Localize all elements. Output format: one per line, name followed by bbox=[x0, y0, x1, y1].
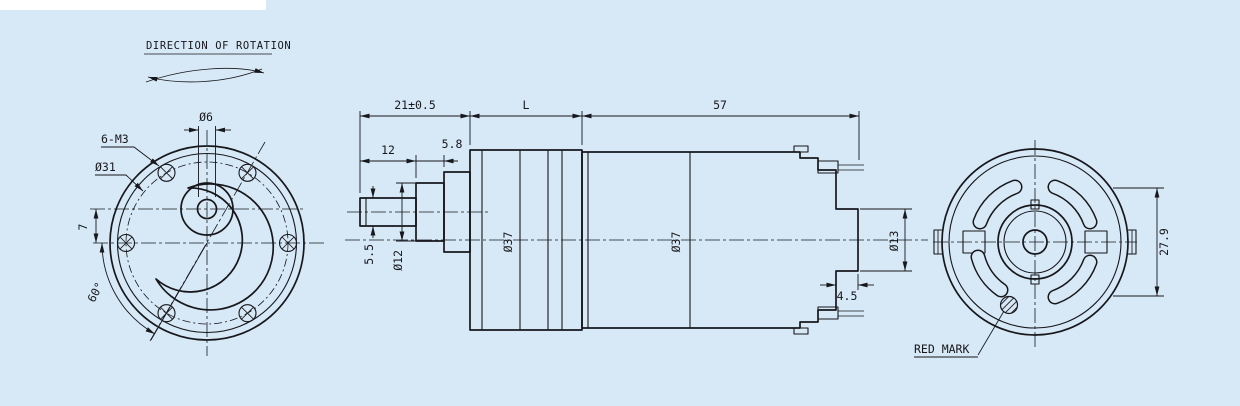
dim-motor-dia: Ø37 bbox=[669, 232, 683, 253]
motor-body bbox=[581, 151, 859, 329]
red-mark-leader bbox=[977, 310, 1005, 356]
rotation-arrow-ccw-icon bbox=[147, 68, 263, 83]
dim-mount-holes: 6-M3 bbox=[101, 132, 129, 146]
rotation-arrow-cw-icon bbox=[145, 68, 265, 83]
dim-boss-length: 4.5 bbox=[837, 289, 858, 303]
dim-collar-dia: Ø12 bbox=[391, 250, 405, 271]
vent-slot-lower-right-inner bbox=[1049, 256, 1096, 303]
top-extension-lines bbox=[359, 111, 860, 193]
rear-endbell-circle bbox=[948, 155, 1122, 329]
rear-bearing-boss-inner bbox=[1003, 210, 1067, 274]
front-output-shaft-circle bbox=[196, 198, 218, 220]
boss-notch-top bbox=[1030, 199, 1040, 210]
rotation-direction-annotation: DIRECTION OF ROTATION bbox=[144, 40, 291, 83]
rotation-label: DIRECTION OF ROTATION bbox=[146, 40, 291, 52]
dim-motor-length: 57 bbox=[713, 98, 727, 112]
brush-bump-top bbox=[793, 145, 809, 153]
gearbox-section-lines bbox=[481, 150, 563, 330]
angle-dim-arc bbox=[99, 242, 156, 335]
red-mark-dot bbox=[999, 295, 1019, 315]
dim-shaft-offset: 7 bbox=[76, 223, 90, 230]
brush-box-right bbox=[1084, 230, 1108, 254]
dim-height: 27.9 bbox=[1157, 228, 1171, 256]
rear-view: RED MARK 27.9 bbox=[914, 140, 1171, 358]
terminal-bottom bbox=[817, 306, 839, 320]
boss-notch-bottom bbox=[1030, 274, 1040, 285]
dim-shaft-dia: Ø6 bbox=[199, 110, 213, 124]
terminal-bottom-pins bbox=[838, 310, 864, 317]
front-hub-circle bbox=[180, 182, 234, 236]
top-white-strip bbox=[0, 0, 266, 10]
rear-bearing-boss-outer bbox=[997, 204, 1073, 280]
brush-bump-bottom bbox=[793, 327, 809, 335]
vent-slot-lower-left-inner bbox=[972, 251, 1007, 296]
vent-slot-upper-left-inner bbox=[974, 181, 1021, 228]
bolt-circle-leader bbox=[95, 174, 144, 192]
angle-radial-line bbox=[150, 242, 208, 341]
mount-holes-leader bbox=[101, 146, 160, 167]
dim-bolt-circle: Ø31 bbox=[95, 160, 116, 174]
motor-seam-lines bbox=[587, 152, 691, 328]
dim-boss-dia: Ø13 bbox=[887, 231, 901, 252]
dim-shaft-flat: 5.5 bbox=[362, 244, 376, 265]
dim-shaft-length: 12 bbox=[381, 143, 395, 157]
red-mark-label: RED MARK bbox=[914, 342, 969, 356]
terminal-top-pins bbox=[838, 164, 864, 171]
side-view: 21±0.5 L 57 12 5.8 5.5 Ø12 Ø37 Ø37 Ø13 4… bbox=[345, 98, 928, 335]
dim-gearbox-length: L bbox=[523, 98, 530, 112]
shaft-dia-extension-lines bbox=[198, 126, 216, 197]
rear-centerlines bbox=[933, 140, 1137, 348]
front-crescent-gear-opening bbox=[155, 183, 275, 311]
vent-slot-upper-right-inner bbox=[1049, 181, 1096, 228]
rear-outer-circle bbox=[941, 148, 1129, 336]
terminal-top bbox=[817, 160, 839, 174]
dim-gearbox-dia: Ø37 bbox=[501, 232, 515, 253]
dim-collar-length: 5.8 bbox=[442, 137, 463, 151]
rear-center-hole bbox=[1022, 229, 1048, 255]
collar-dia-extension-lines bbox=[396, 182, 416, 242]
dim-front-length: 21±0.5 bbox=[394, 98, 436, 112]
